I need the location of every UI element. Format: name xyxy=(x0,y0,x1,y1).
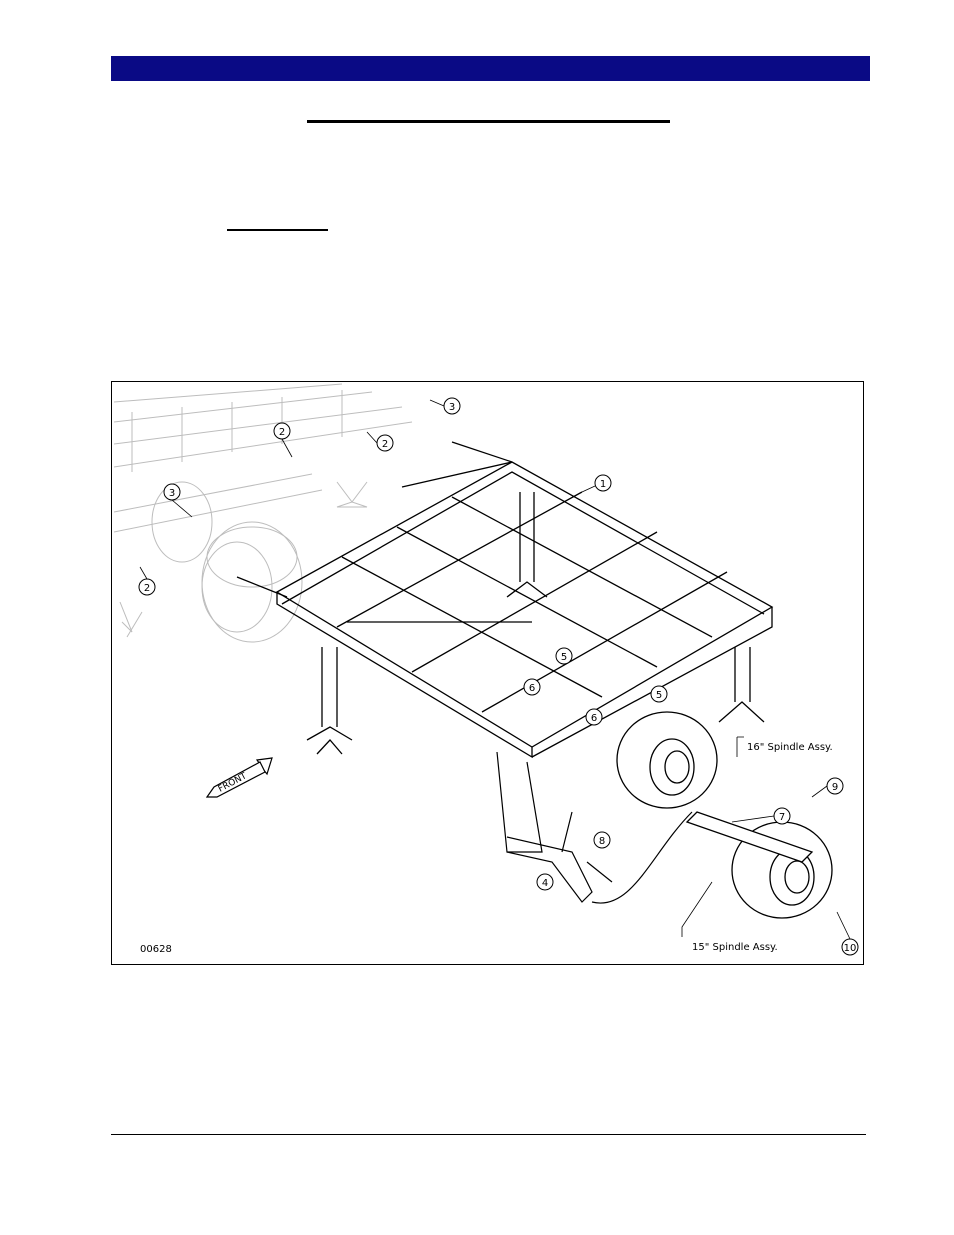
faded-adjacent-frame xyxy=(113,383,413,643)
callout-4: 4 xyxy=(542,878,548,889)
leader-lines xyxy=(139,399,851,940)
section-heading-underline xyxy=(227,229,328,231)
callout-1: 1 xyxy=(600,479,606,490)
callout-10: 10 xyxy=(844,943,857,954)
callout-8: 8 xyxy=(599,836,605,847)
callout-2: 2 xyxy=(279,427,285,438)
callout-7: 7 xyxy=(779,812,785,823)
callout-3: 3 xyxy=(169,488,175,499)
callout-5: 5 xyxy=(561,652,567,663)
spindle-16-label: 16" Spindle Assy. xyxy=(747,742,833,753)
main-frame xyxy=(236,441,774,759)
callout-2: 2 xyxy=(144,583,150,594)
front-direction-arrow: FRONT xyxy=(205,757,273,798)
wheel-16-tire xyxy=(616,711,718,809)
header-bar xyxy=(111,56,870,81)
callout-9: 9 xyxy=(832,782,838,793)
frame-assembly-drawing: FRONT 1 2 2 2 3 3 4 5 xyxy=(113,383,859,956)
callout-6: 6 xyxy=(529,683,535,694)
drawing-number: 00628 xyxy=(140,944,172,955)
callout-numbers: 1 2 2 2 3 3 4 5 5 6 6 7 8 9 10 xyxy=(144,402,857,954)
tandem-arm xyxy=(496,751,693,904)
parts-diagram-figure: FRONT 1 2 2 2 3 3 4 5 xyxy=(111,381,864,965)
callout-6: 6 xyxy=(591,713,597,724)
wheels xyxy=(616,711,833,919)
spindle-15-label: 15" Spindle Assy. xyxy=(692,942,778,953)
footer-rule xyxy=(111,1134,866,1135)
callout-5: 5 xyxy=(656,690,662,701)
callout-3: 3 xyxy=(449,402,455,413)
figure-labels: 16" Spindle Assy. 15" Spindle Assy. 0062… xyxy=(140,742,833,955)
title-underline xyxy=(307,120,670,123)
callout-2: 2 xyxy=(382,439,388,450)
